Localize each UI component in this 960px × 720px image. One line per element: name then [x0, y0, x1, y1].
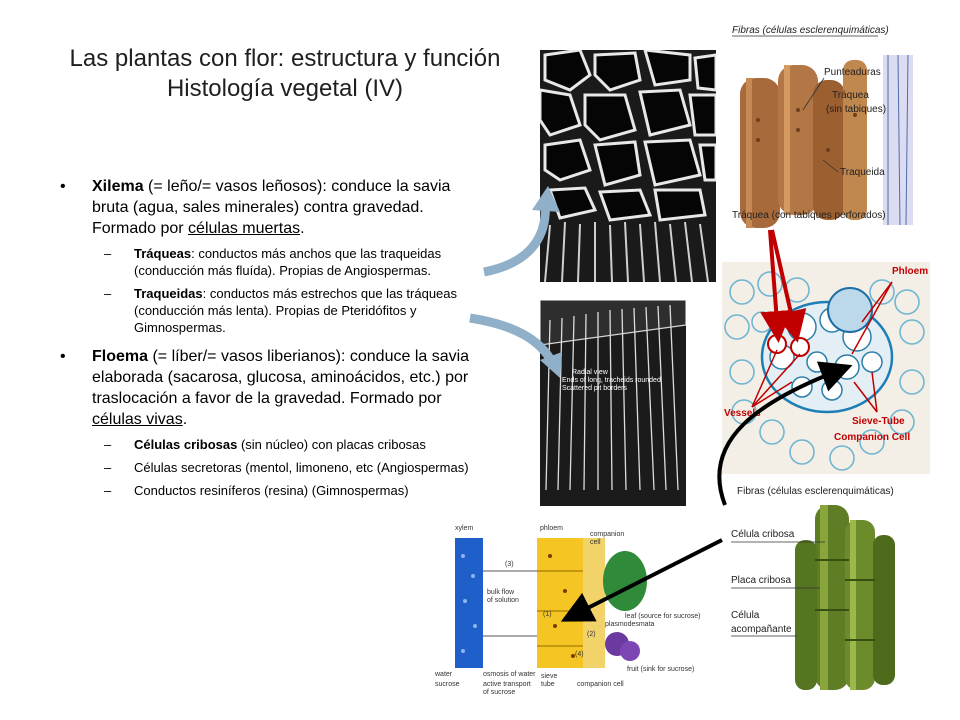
sem-caption-2: Ends of long, tracheids rounded: [562, 377, 661, 384]
xylem-label-traqueida: Traqueida: [840, 167, 885, 178]
diagram-label-plasmodesmata: plasmodesmata: [605, 621, 655, 628]
bullet-text: (= líber/= vasos liberianos): conduce la…: [92, 348, 470, 407]
diagram-label-step-4: (4): [575, 651, 584, 658]
bullet-underlined: células muertas: [188, 220, 301, 237]
bullet-underlined: células vivas: [92, 411, 183, 428]
title-line-1: Las plantas con flor: estructura y funci…: [69, 45, 501, 72]
diagram-label-step-2: (2): [587, 631, 596, 638]
bullet-term: Xilema: [92, 178, 144, 195]
diagram-label-leaf: leaf (source for sucrose): [625, 613, 700, 620]
bullet-list: • Xilema (= leño/= vasos leñosos): condu…: [60, 176, 470, 505]
phloem-label-celula-cribosa: Célula cribosa: [731, 529, 795, 540]
section-label-vessels: Vessels: [724, 408, 761, 419]
xylem-label-punteaduras: Punteaduras: [824, 67, 881, 78]
dash-icon: –: [104, 460, 112, 475]
transport-diagram: xylem phloem companion cell (3) (1) (2) …: [425, 516, 717, 704]
sub-bullet-traqueas: – Tráqueas: conductos más anchos que las…: [60, 245, 470, 279]
bullet-text-end: .: [300, 220, 305, 237]
phloem-label-placa-cribosa: Placa cribosa: [731, 575, 791, 586]
sub-term: Traqueidas: [134, 286, 203, 301]
phloem-illustration: Fibras (células esclerenquimáticas) Célu…: [725, 480, 935, 700]
dash-icon: –: [104, 246, 112, 261]
sem-micrograph-bottom: Radial view Ends of long, tracheids roun…: [540, 300, 686, 506]
legend-sucrose: sucrose: [435, 681, 460, 688]
dash-icon: –: [104, 437, 112, 452]
bullet-dot-icon: •: [60, 348, 66, 365]
diagram-label-companion: companion: [590, 531, 624, 538]
legend-osmosis: osmosis of water: [483, 671, 536, 678]
dash-icon: –: [104, 286, 112, 301]
section-label-sieve-tube: Sieve-Tube: [852, 416, 905, 427]
curved-arrow-top-icon: [483, 199, 550, 277]
sub-bullet-resiniferos: – Conductos resiníferos (resina) (Gimnos…: [60, 482, 470, 499]
sub-text: (sin núcleo) con placas cribosas: [237, 437, 426, 452]
diagram-label-step-1: (1): [543, 611, 552, 618]
diagram-label-phloem: phloem: [540, 525, 563, 532]
legend-of-sucrose: of sucrose: [483, 689, 515, 696]
bullet-text: (= leño/= vasos leñosos): conduce la sav…: [92, 178, 451, 237]
legend-active-transport: active transport: [483, 681, 531, 688]
sub-term: Células cribosas: [134, 437, 238, 452]
diagram-label-cell: cell: [590, 539, 601, 546]
bullet-dot-icon: •: [60, 178, 66, 195]
sub-bullet-secretoras: – Células secretoras (mentol, limoneno, …: [60, 459, 470, 476]
diagram-label-bulk-flow: bulk flow: [487, 589, 515, 596]
phloem-label-acompanante: acompañante: [731, 624, 792, 635]
xylem-label-fibras: Fibras (células esclerenquimáticas): [732, 25, 889, 36]
xylem-illustration: Fibras (células esclerenquimáticas) Punt…: [728, 20, 928, 242]
sub-text: : conductos más anchos que las traqueida…: [134, 246, 442, 278]
sub-term: Tráqueas: [134, 246, 192, 261]
legend-water: water: [434, 671, 453, 678]
sem-micrograph-top: [540, 50, 716, 282]
sub-text: Conductos resiníferos (resina) (Gimnospe…: [134, 483, 409, 498]
diagram-label-tube: tube: [541, 681, 555, 688]
xylem-label-sin-tabiques: (sin tabiques): [826, 104, 886, 115]
bullet-text-end: .: [182, 411, 188, 428]
phloem-label-celula: Célula: [731, 610, 760, 621]
phloem-label-fibras: Fibras (células esclerenquimáticas): [737, 486, 894, 497]
section-label-phloem: Phloem: [892, 266, 928, 277]
xylem-label-traquea: Tráquea: [832, 90, 869, 101]
bullet-term: Floema: [92, 348, 149, 365]
bullet-floema: • Floema (= líber/= vasos liberianos): c…: [60, 346, 470, 430]
diagram-label-step-3: (3): [505, 561, 514, 568]
dash-icon: –: [104, 483, 112, 498]
diagram-label-xylem: xylem: [455, 525, 473, 532]
diagram-label-sieve: sieve: [541, 673, 557, 680]
section-label-companion-cell: Companion Cell: [834, 432, 910, 443]
diagram-label-fruit: fruit (sink for sucrose): [627, 666, 694, 673]
diagram-label-of-solution: of solution: [487, 597, 519, 604]
sub-bullet-traqueidas: – Traqueidas: conductos más estrechos qu…: [60, 285, 470, 336]
microscope-section: Phloem Vessels Sieve-Tube Companion Cell: [722, 262, 930, 474]
title-line-2: Histología vegetal (IV): [166, 75, 404, 102]
sub-text: Células secretoras (mentol, limoneno, et…: [134, 460, 469, 475]
sem-caption-3: Scattered pit borders: [562, 385, 627, 392]
sub-bullet-cribosas: – Células cribosas (sin núcleo) con plac…: [60, 436, 470, 453]
sub-text: : conductos más estrechos que las tráque…: [134, 286, 458, 335]
slide-title: Las plantas con flor: estructura y funci…: [30, 44, 540, 104]
diagram-label-companion-cell: companion cell: [577, 681, 624, 688]
bullet-xilema: • Xilema (= leño/= vasos leñosos): condu…: [60, 176, 470, 239]
xylem-label-traquea-tabiques: Tráquea (con tabiques perforados): [732, 210, 886, 221]
sem-caption-1: Radial view: [572, 369, 609, 376]
